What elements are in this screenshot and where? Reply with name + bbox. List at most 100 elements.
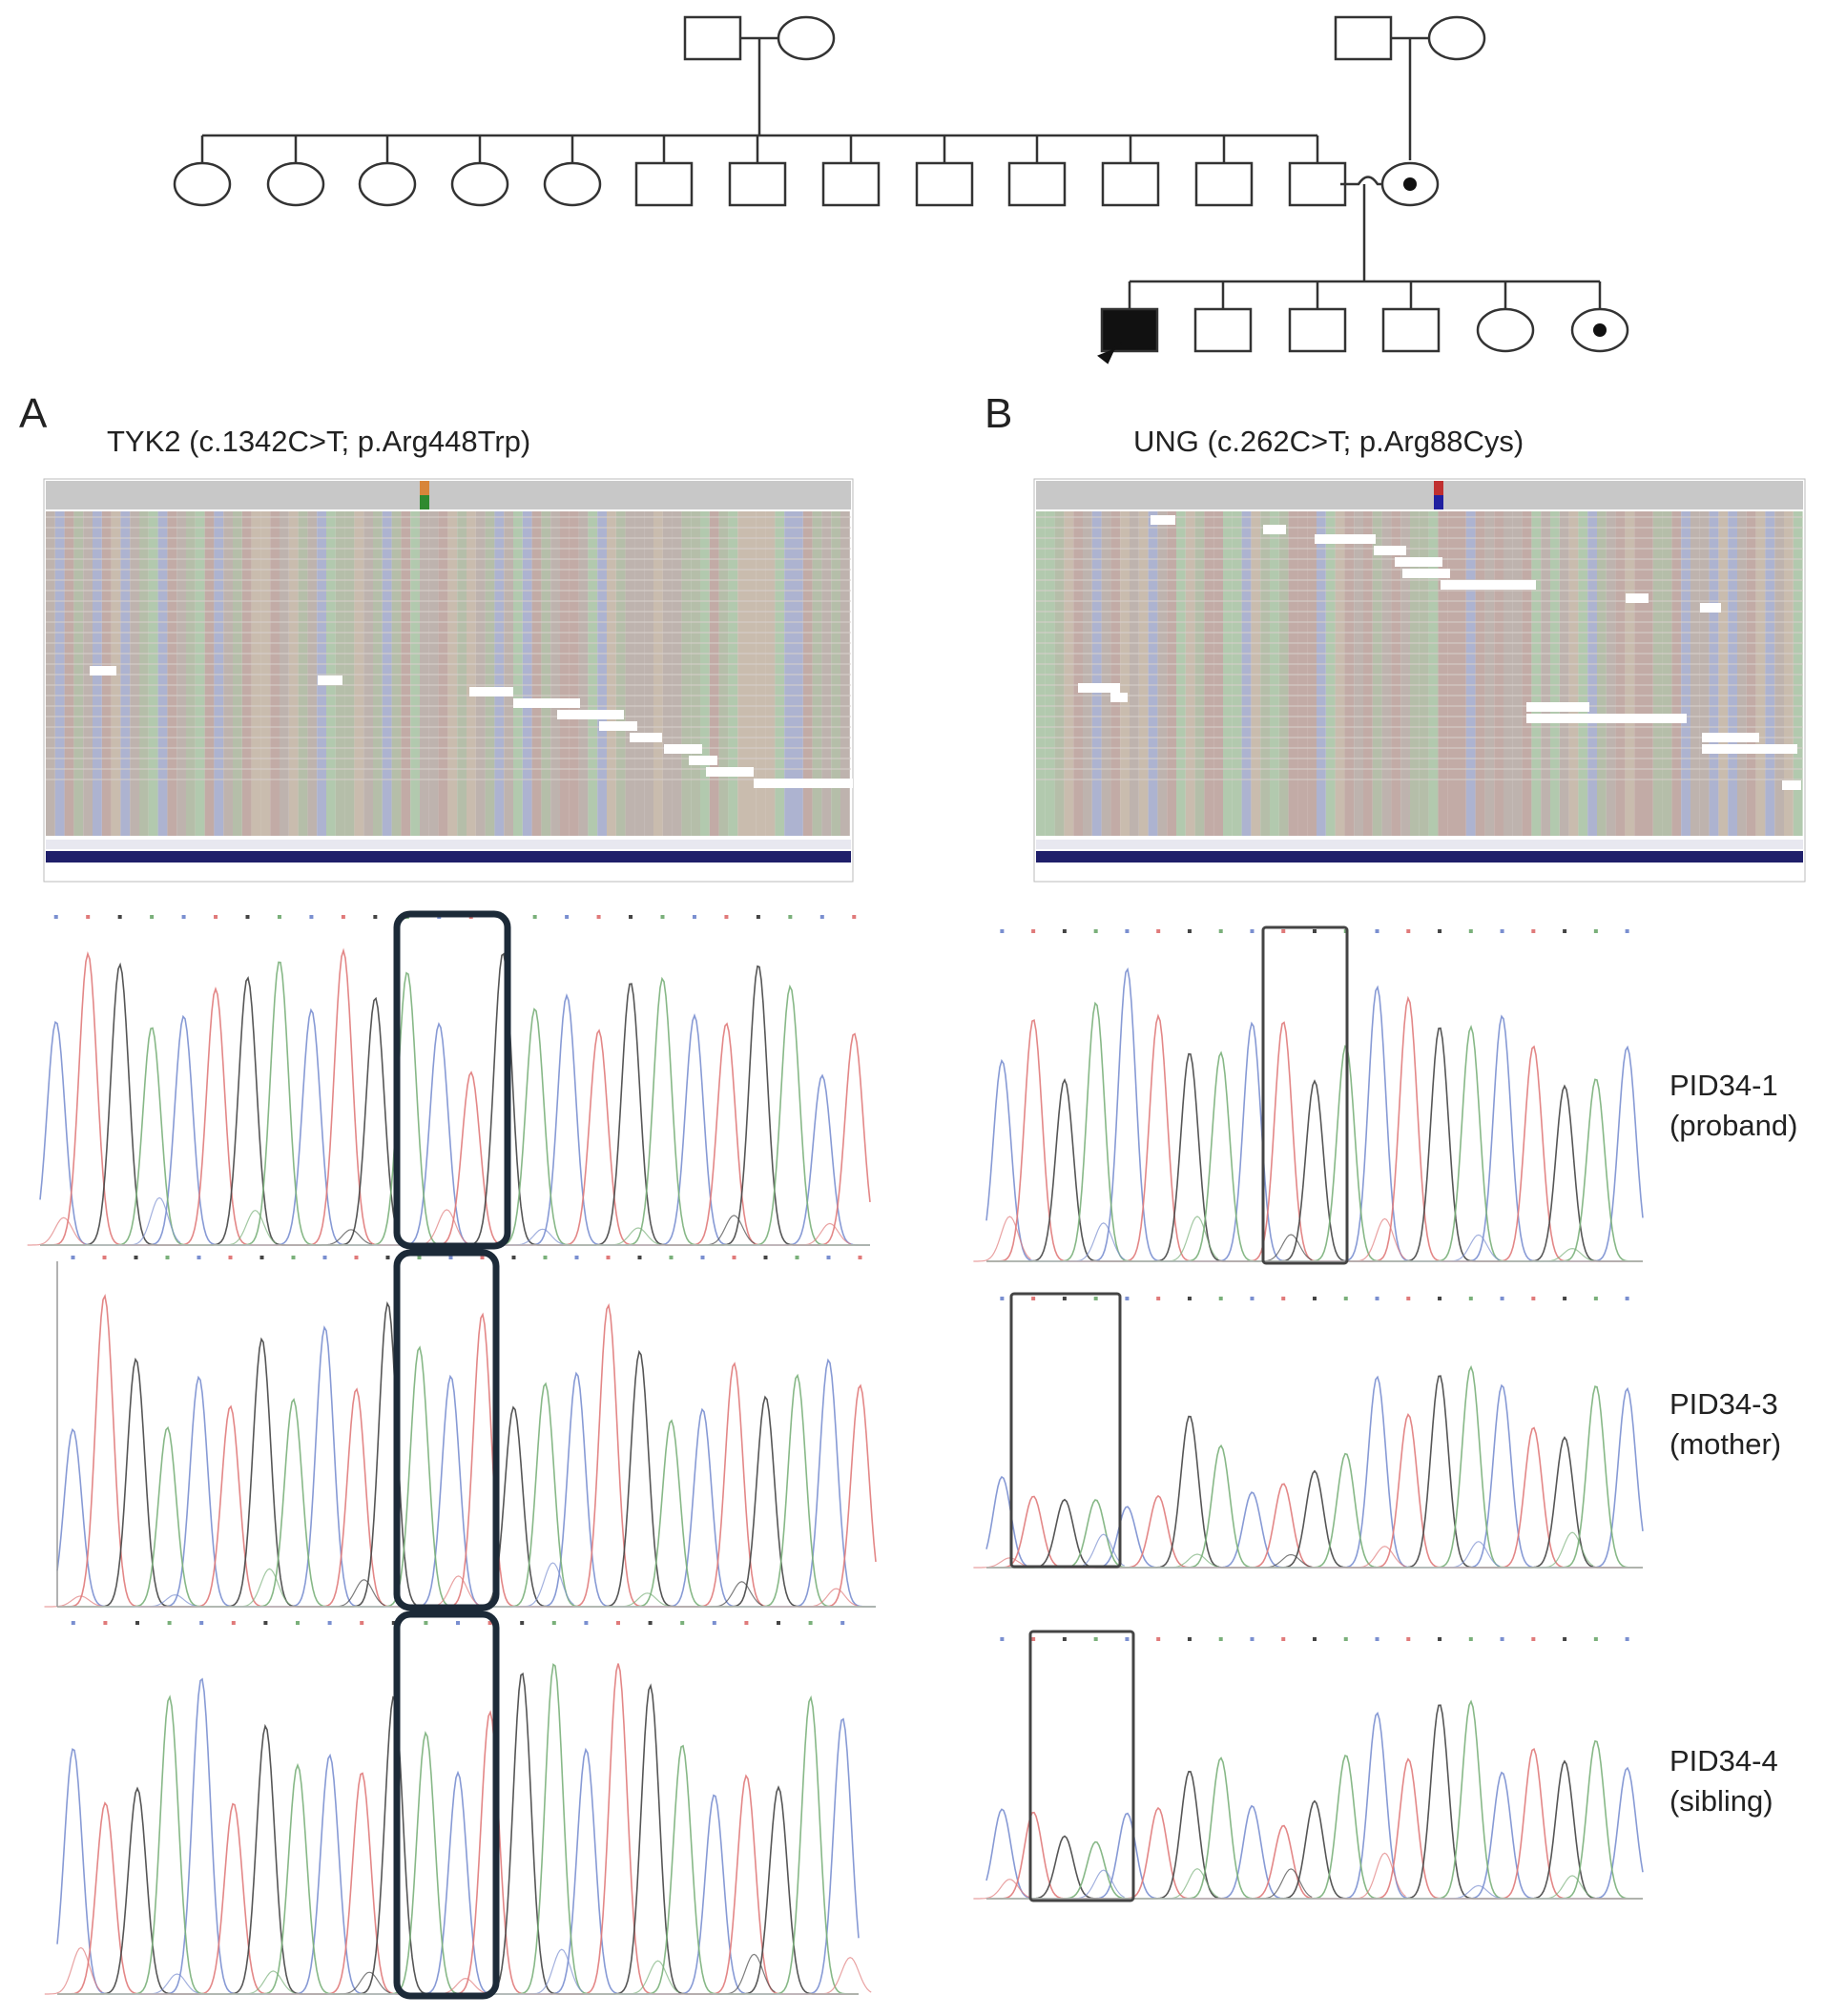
base-call-tick (1375, 1297, 1379, 1300)
base-call-tick (1031, 1297, 1036, 1300)
base-call-tick (322, 1256, 327, 1259)
base-call-tick (1250, 1637, 1255, 1641)
base-call-tick (1343, 1637, 1348, 1641)
base-call-tick (1625, 1637, 1629, 1641)
base-call-tick (1093, 929, 1098, 933)
pedigree-male (634, 161, 694, 207)
variant-box-a-sibling (393, 1611, 500, 2000)
trace-line (985, 966, 1644, 1262)
base-call-tick (424, 1621, 428, 1625)
base-call-tick (1593, 1637, 1598, 1641)
base-call-tick (165, 1256, 170, 1259)
base-call-tick (354, 1256, 359, 1259)
sample-label-3-role: (sibling) (1669, 1784, 1773, 1818)
base-call-tick (1187, 1637, 1192, 1641)
pedigree-female (266, 161, 325, 207)
base-call-tick (596, 915, 601, 919)
base-call-tick (1156, 929, 1161, 933)
base-call-tick (373, 915, 378, 919)
base-call-tick (1625, 929, 1629, 933)
base-call-tick (700, 1256, 705, 1259)
base-call-tick (385, 1256, 390, 1259)
trace-line (57, 1663, 859, 1995)
base-call-tick (1000, 1637, 1005, 1641)
pedigree-offspring-female (1476, 307, 1535, 353)
base-call-tick (1062, 1637, 1067, 1641)
base-call-tick (71, 1621, 75, 1625)
base-call-tick (1500, 1297, 1504, 1300)
base-call-tick (277, 915, 281, 919)
pedigree-male (915, 161, 974, 207)
base-call-tick (53, 915, 58, 919)
base-call-tick (1156, 1297, 1161, 1300)
base-call-tick (1406, 929, 1411, 933)
pedigree-male (728, 161, 787, 207)
pedigree-female (173, 161, 232, 207)
base-call-tick (629, 915, 633, 919)
sample-label-1-id: PID34-1 (1669, 1069, 1778, 1102)
base-call-tick (808, 1621, 813, 1625)
variant-box-b-sibling (1028, 1630, 1135, 1902)
base-call-tick (1187, 1297, 1192, 1300)
trace-line (986, 1412, 1643, 1569)
base-call-tick (197, 1256, 201, 1259)
base-call-tick (756, 915, 760, 919)
base-call-tick (616, 1621, 620, 1625)
base-call-tick (480, 1256, 485, 1259)
igv-read-stack (1036, 511, 1803, 836)
base-call-tick (1531, 1297, 1536, 1300)
trace-line (986, 1704, 1643, 1900)
base-call-tick (1187, 929, 1192, 933)
base-call-tick (134, 1256, 138, 1259)
pedigree-female (543, 161, 602, 207)
base-call-tick (777, 1621, 780, 1625)
base-call-tick (228, 1256, 233, 1259)
sample-label-3-id: PID34-4 (1669, 1744, 1778, 1777)
variant-box-a-mother (393, 1249, 500, 1611)
base-call-tick (1343, 1297, 1348, 1300)
base-call-tick (1438, 1637, 1442, 1641)
chromatogram-b-sibling (973, 1637, 1644, 1900)
base-call-tick (692, 915, 696, 919)
base-call-tick (1125, 929, 1130, 933)
base-call-tick (795, 1256, 799, 1259)
pedigree-female (358, 161, 417, 207)
base-call-tick (1218, 1297, 1223, 1300)
base-call-tick (1563, 1297, 1567, 1300)
base-call-tick (788, 915, 793, 919)
base-call-tick (1531, 929, 1536, 933)
chromatogram-a-sibling (44, 1621, 872, 1995)
pedigree-male (1194, 161, 1254, 207)
base-call-tick (1062, 1297, 1067, 1300)
igv-alignment-panel-a (43, 478, 854, 883)
base-call-tick (71, 1256, 75, 1259)
panel-a-title: TYK2 (c.1342C>T; p.Arg448Trp) (107, 425, 530, 458)
carrier-dot-icon (1593, 323, 1607, 337)
pedigree-gen1-right-male (1334, 15, 1393, 61)
base-call-tick (391, 1621, 396, 1625)
base-call-tick (637, 1256, 642, 1259)
base-call-tick (1093, 1297, 1098, 1300)
base-call-tick (341, 915, 345, 919)
base-call-tick (1093, 1637, 1098, 1641)
trace-line (56, 1677, 860, 1995)
base-call-tick (1375, 1637, 1379, 1641)
base-call-tick (1031, 1637, 1036, 1641)
base-call-tick (826, 1256, 831, 1259)
base-call-tick (1468, 929, 1473, 933)
base-call-tick (231, 1621, 236, 1625)
pedigree-male (821, 161, 881, 207)
pedigree-male (1007, 161, 1067, 207)
base-call-tick (1313, 1637, 1317, 1641)
base-call-tick (1468, 1297, 1473, 1300)
sample-label-2-id: PID34-3 (1669, 1387, 1778, 1421)
base-call-tick (1563, 1637, 1567, 1641)
trace-line (57, 1345, 876, 1608)
trace-line (986, 1747, 1643, 1900)
base-call-tick (520, 1621, 525, 1625)
base-call-tick (511, 1256, 516, 1259)
trace-line (57, 1672, 859, 1995)
pedigree-father (1288, 161, 1347, 207)
base-call-tick (1468, 1637, 1473, 1641)
base-call-tick (1031, 929, 1036, 933)
